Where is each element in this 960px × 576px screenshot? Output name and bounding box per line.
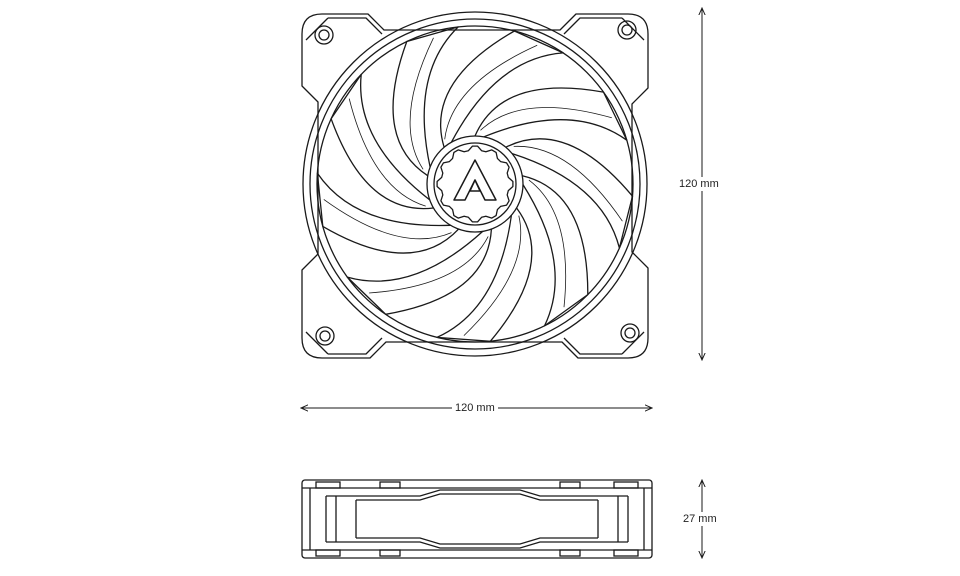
fan-blade-rib (463, 215, 522, 336)
mounting-hole-top-right (617, 20, 637, 40)
fan-blade-rib (513, 145, 623, 222)
blade-tip-ring (316, 25, 634, 343)
fan-blade-rib (409, 37, 434, 170)
hub-outer (426, 135, 524, 233)
fan-blade (316, 172, 460, 254)
outer-ring-inner (309, 18, 641, 350)
fan-blade-rib (348, 98, 426, 207)
hub-gear (436, 145, 514, 223)
fan-blade (440, 30, 564, 148)
fan-blade (436, 207, 533, 342)
fan-blade-rib (444, 44, 538, 140)
fan-blade (505, 138, 634, 249)
fan-blade-rib (528, 179, 567, 308)
fan-blade-rib (369, 236, 489, 294)
height-dimension-label: 120 mm (676, 177, 722, 191)
frame-outline (301, 13, 649, 359)
fan-blade-rib (480, 107, 612, 131)
depth-dimension-label: 27 mm (680, 512, 720, 526)
fan-blade (346, 229, 493, 315)
fan-blades (316, 26, 634, 342)
fan-blade (522, 175, 589, 327)
mounting-hole-top-left (314, 25, 334, 45)
fan-blade (330, 73, 434, 210)
fan-side-view (301, 479, 653, 559)
outer-ring (302, 11, 648, 357)
fan-front-view (301, 11, 649, 359)
fan-blade-rib (323, 199, 452, 240)
mounting-hole-bottom-left (315, 326, 335, 346)
hub-ring (433, 142, 517, 226)
fan-blade (392, 26, 459, 177)
width-dimension-label: 120 mm (452, 401, 498, 415)
mounting-hole-bottom-right (620, 323, 640, 343)
arctic-a-logo-icon (453, 159, 497, 201)
fan-blade (474, 87, 628, 141)
